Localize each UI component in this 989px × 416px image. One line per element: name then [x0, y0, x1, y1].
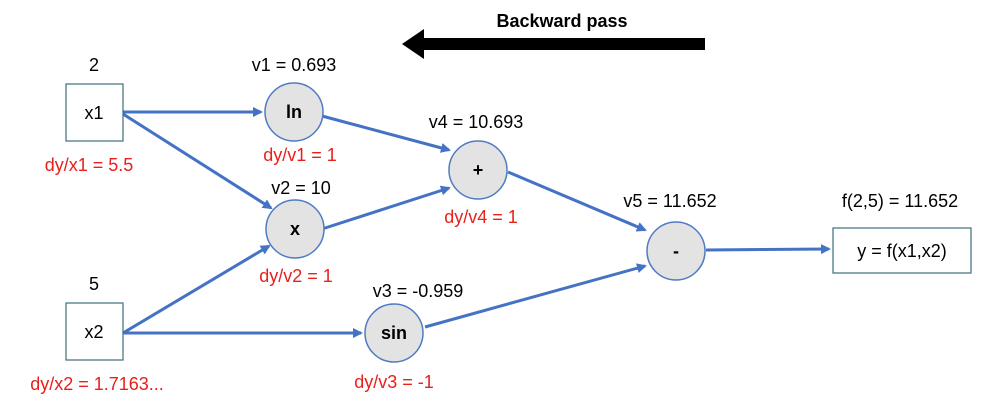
ln-node-label: ln	[286, 102, 302, 122]
subtract-node-label: -	[673, 241, 679, 261]
v4-value: v4 = 10.693	[429, 112, 524, 132]
output-value: f(2,5) = 11.652	[842, 191, 958, 211]
x2-value: 5	[89, 274, 99, 294]
x1-value: 2	[89, 55, 99, 75]
x2-label: x2	[84, 322, 103, 342]
backward-arrow-icon	[402, 29, 705, 59]
add-node	[448, 140, 508, 200]
edge-sin-minus	[424, 263, 647, 329]
mul-node-label: x	[290, 219, 300, 239]
edge-mul-plus	[321, 185, 451, 231]
edge-x1-mul	[122, 112, 273, 210]
edge-minus-output	[705, 244, 831, 255]
x1-label: x1	[84, 103, 103, 123]
v5-value: v5 = 11.652	[623, 191, 716, 211]
x2-gradient: dy/x2 = 1.7163...	[30, 374, 164, 394]
x2-box	[65, 302, 124, 361]
v2-value: v2 = 10	[271, 178, 331, 198]
subtract-node	[646, 221, 706, 281]
mul-node	[265, 199, 325, 259]
add-node-label: +	[473, 160, 484, 180]
v1-gradient: dy/v1 = 1	[263, 145, 337, 165]
output-box	[832, 227, 972, 274]
sin-node	[364, 303, 424, 363]
v1-value: v1 = 0.693	[252, 55, 337, 75]
x1-box	[65, 83, 124, 142]
edge-ln-plus	[321, 114, 451, 153]
v2-gradient: dy/v2 = 1	[259, 266, 333, 286]
x1-gradient: dy/x1 = 5.5	[45, 155, 134, 175]
output-label: y = f(x1,x2)	[857, 241, 947, 261]
backward-pass-title: Backward pass	[496, 11, 627, 31]
v3-value: v3 = -0.959	[373, 281, 464, 301]
edge-plus-minus	[507, 170, 647, 232]
ln-node	[264, 82, 324, 142]
v3-gradient: dy/v3 = -1	[354, 372, 434, 392]
edge-x2-mul	[122, 244, 271, 335]
sin-node-label: sin	[381, 323, 407, 343]
v4-gradient: dy/v4 = 1	[444, 207, 518, 227]
